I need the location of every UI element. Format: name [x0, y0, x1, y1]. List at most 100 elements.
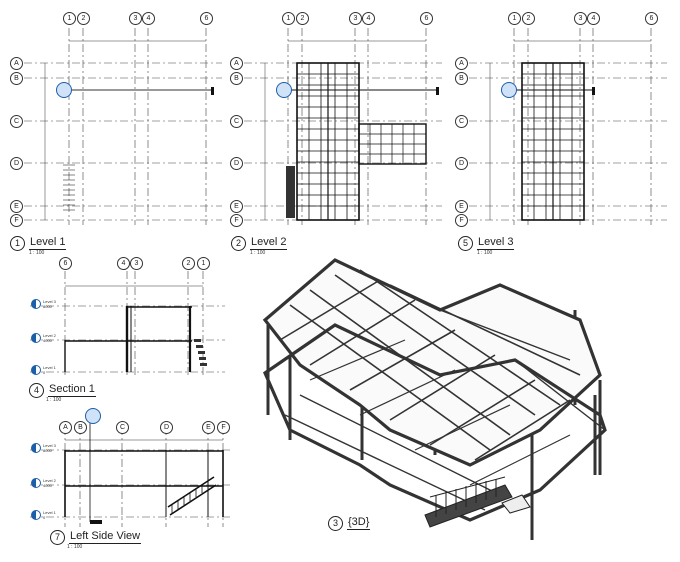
view-title-level-1[interactable]: 1 Level 1 [10, 236, 67, 251]
grid-bubble-D[interactable]: D [160, 421, 173, 434]
level-elevation: 4000 [43, 483, 52, 488]
grid-bubble-3[interactable]: 3 [129, 12, 142, 25]
grid-bubble-E[interactable]: E [10, 200, 23, 213]
view-title-level-3[interactable]: 5 Level 3 [458, 236, 515, 251]
view-scale: 1 : 100 [250, 250, 266, 256]
view-title-level-2[interactable]: 2 Level 2 [231, 236, 288, 251]
grid-bubble-4[interactable]: 4 [362, 12, 375, 25]
grid-bubble-F[interactable]: F [217, 421, 230, 434]
level-elevation: 8000 [43, 304, 52, 309]
grid-bubble-3[interactable]: 3 [130, 257, 143, 270]
elevation-marker-icon[interactable] [276, 82, 292, 98]
view-title-left-side[interactable]: 7 Left Side View [50, 530, 142, 545]
level-2-plan-view[interactable]: 1 2 3 4 6 A B C D E F 2 Level 2 1 : 100 [228, 0, 453, 260]
grid-bubble-2[interactable]: 2 [182, 257, 195, 270]
level-head-icon [31, 443, 41, 453]
grid-bubble-6[interactable]: 6 [420, 12, 433, 25]
grid-bubble-B[interactable]: B [455, 72, 468, 85]
grid-bubble-4[interactable]: 4 [587, 12, 600, 25]
view-scale: 1 : 100 [46, 397, 62, 403]
grid-bubble-B[interactable]: B [74, 421, 87, 434]
grid-bubble-C[interactable]: C [230, 115, 243, 128]
view-name: {3D} [347, 516, 371, 530]
grid-bubble-2[interactable]: 2 [522, 12, 535, 25]
grid-bubble-6[interactable]: 6 [59, 257, 72, 270]
view-name: Section 1 [48, 383, 96, 397]
left-side-drawing [30, 423, 230, 527]
level-head-icon [31, 510, 41, 520]
view-scale: 1 : 100 [67, 544, 83, 550]
grid-bubble-E[interactable]: E [455, 200, 468, 213]
grid-bubble-C[interactable]: C [10, 115, 23, 128]
grid-bubble-2[interactable]: 2 [296, 12, 309, 25]
grid-bubble-B[interactable]: B [230, 72, 243, 85]
grid-bubble-B[interactable]: B [10, 72, 23, 85]
grid-bubble-2[interactable]: 2 [77, 12, 90, 25]
level-1-plan-view[interactable]: 1 2 3 4 6 A B C D E F 1 Level 1 1 : 100 [0, 0, 230, 260]
grid-bubble-E[interactable]: E [202, 421, 215, 434]
grid-bubble-1[interactable]: 1 [282, 12, 295, 25]
section-1-drawing [30, 271, 225, 377]
grid-bubble-3[interactable]: 3 [574, 12, 587, 25]
grid-bubble-F[interactable]: F [455, 214, 468, 227]
level-name: Level 3 [43, 443, 56, 448]
grid-bubble-F[interactable]: F [10, 214, 23, 227]
level-name: Level 2 [43, 333, 56, 338]
grid-bubble-4[interactable]: 4 [117, 257, 130, 270]
level-elevation: 0 [43, 370, 46, 375]
view-name: Level 1 [29, 236, 67, 250]
elevation-marker-icon[interactable] [85, 408, 101, 424]
level-3-plan-view[interactable]: 1 2 3 4 6 A B C D E F 5 Level 3 1 : 100 [453, 0, 680, 260]
level-name: Level 2 [43, 478, 56, 483]
grid-bubble-D[interactable]: D [230, 157, 243, 170]
view-number: 2 [231, 236, 246, 251]
level-3-plan-drawing [469, 28, 667, 225]
grid-bubble-C[interactable]: C [116, 421, 129, 434]
view-name: Left Side View [69, 530, 142, 544]
grid-bubble-A[interactable]: A [59, 421, 72, 434]
grid-bubble-E[interactable]: E [230, 200, 243, 213]
grid-bubble-1[interactable]: 1 [63, 12, 76, 25]
view-title-section-1[interactable]: 4 Section 1 [29, 383, 96, 398]
view-scale: 1 : 100 [29, 250, 45, 256]
view-name: Level 3 [477, 236, 515, 250]
elevation-marker-icon[interactable] [501, 82, 517, 98]
view-title-3d[interactable]: 3 {3D} [328, 516, 371, 531]
level-elevation: 0 [43, 515, 46, 520]
grid-bubble-1[interactable]: 1 [197, 257, 210, 270]
level-2-plan-drawing [244, 28, 442, 225]
view-number: 1 [10, 236, 25, 251]
grid-bubble-6[interactable]: 6 [645, 12, 658, 25]
grid-bubble-D[interactable]: D [10, 157, 23, 170]
level-head-icon [31, 365, 41, 375]
elevation-marker-icon[interactable] [56, 82, 72, 98]
grid-bubble-D[interactable]: D [455, 157, 468, 170]
3d-view[interactable]: 3 {3D} [240, 255, 680, 560]
level-name: Level 3 [43, 299, 56, 304]
grid-bubble-3[interactable]: 3 [349, 12, 362, 25]
level-head-icon [31, 333, 41, 343]
view-name: Level 2 [250, 236, 288, 250]
grid-bubble-A[interactable]: A [230, 57, 243, 70]
grid-bubble-F[interactable]: F [230, 214, 243, 227]
grid-bubble-C[interactable]: C [455, 115, 468, 128]
grid-bubble-A[interactable]: A [10, 57, 23, 70]
grid-bubble-6[interactable]: 6 [200, 12, 213, 25]
grid-bubble-4[interactable]: 4 [142, 12, 155, 25]
3d-structure-drawing [262, 258, 607, 540]
grid-bubble-1[interactable]: 1 [508, 12, 521, 25]
grid-bubble-A[interactable]: A [455, 57, 468, 70]
